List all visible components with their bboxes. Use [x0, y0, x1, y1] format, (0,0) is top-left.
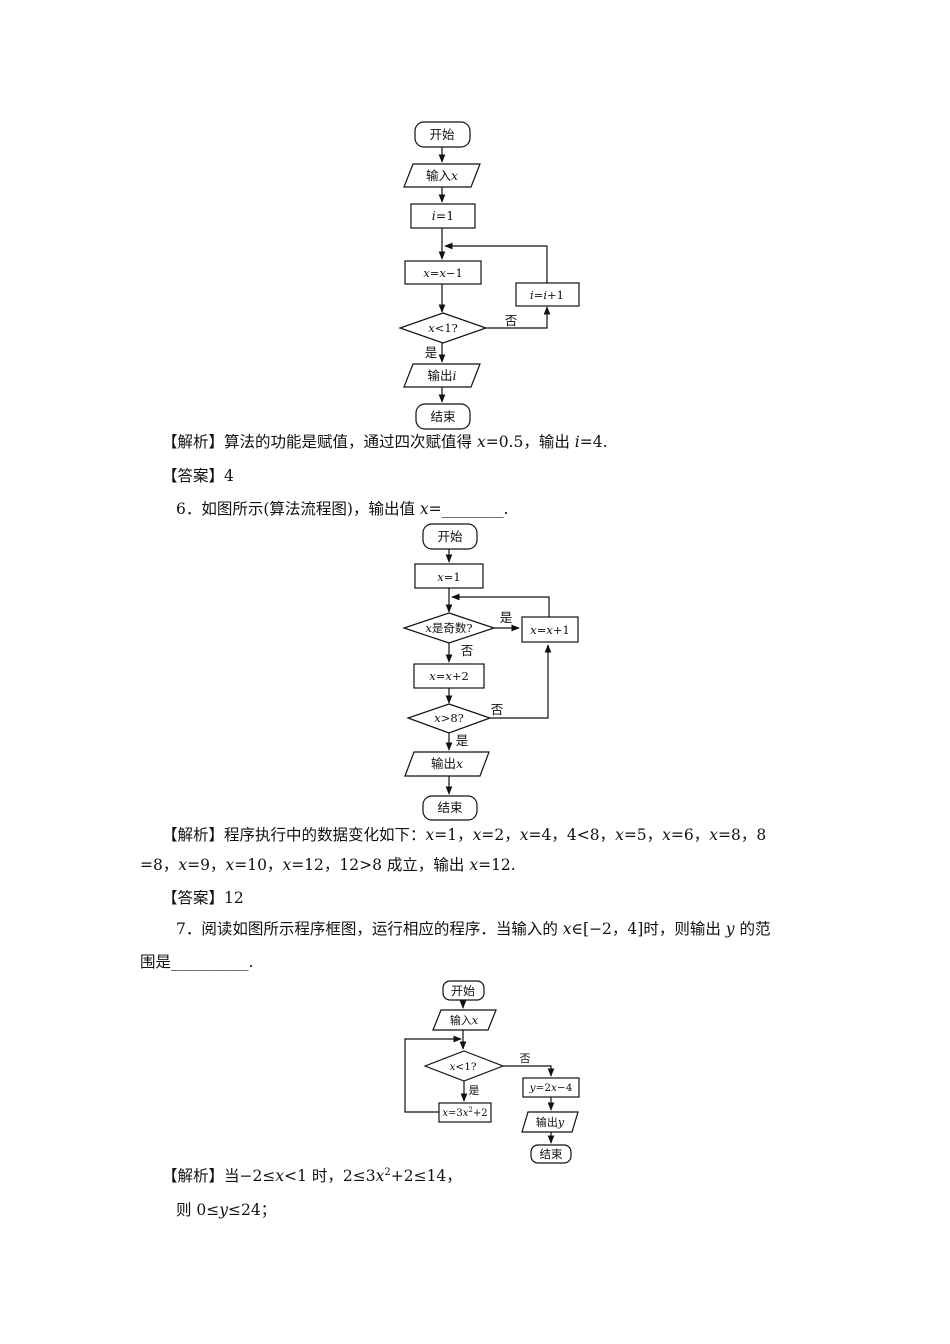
no-label-2b: 否 [491, 702, 504, 717]
odd-condition-label: x是奇数? [425, 621, 472, 635]
no-label-2a: 否 [461, 643, 474, 658]
math-expr: =6， [670, 826, 710, 844]
math-var: x [615, 826, 624, 844]
math-expr: =8，8 [718, 826, 767, 844]
math-var: x [662, 826, 671, 844]
output-label: 输出i [427, 368, 456, 383]
math-var: x [178, 856, 188, 874]
output-box-2 [404, 751, 490, 777]
flowchart-2-svg: 开始 x=1 x是奇数? 是 x=x+1 否 x=x+2 x>8? 否 是 输出… [402, 523, 579, 821]
math-var: x [425, 826, 435, 844]
output-box-3 [521, 1111, 579, 1133]
start-label-3: 开始 [451, 984, 475, 998]
add-two-label: x=x+2 [429, 669, 469, 683]
start-label: 开始 [429, 127, 455, 142]
init-box [410, 203, 476, 229]
y-assign-label: y=2x−4 [529, 1082, 573, 1094]
no-label: 否 [505, 313, 518, 328]
question-6: 6．如图所示(算法流程图)，输出值 x=________. [176, 500, 509, 518]
end-terminal-3 [530, 1144, 572, 1164]
math-var: x [519, 826, 529, 844]
increment-box-2 [521, 616, 579, 643]
math-expr: =9， [187, 856, 226, 874]
math-expr: =2， [481, 826, 520, 844]
input-box-3 [432, 1009, 497, 1031]
math-expr: =5， [623, 826, 663, 844]
math-expr: =1， [434, 826, 473, 844]
condition-diamond [398, 312, 488, 344]
start-label-2: 开始 [437, 529, 463, 544]
no-label-3: 否 [520, 1052, 531, 1065]
end-terminal [415, 403, 471, 430]
yes-label-3: 是 [469, 1084, 480, 1097]
yes-label-2b: 是 [456, 733, 469, 748]
q6-analysis-line2: =8，x=9，x=10，x=12，12>8 成立，输出 x=12. [140, 856, 516, 874]
math-var: x [472, 826, 482, 844]
x-assign-label: x=3x2+2 [442, 1106, 487, 1119]
q7-analysis-line2: 则 0≤y≤24； [176, 1201, 277, 1219]
math-var: x [709, 826, 719, 844]
arrow-no-branch [486, 306, 551, 329]
output-label-2: 输出x [431, 756, 463, 771]
math-expr: =4，4<8， [528, 826, 616, 844]
end-label-3: 结束 [540, 1147, 563, 1161]
end-label: 结束 [430, 409, 456, 424]
q5-answer: 【答案】4 [162, 467, 234, 485]
condition-label-3: x<1? [449, 1061, 476, 1073]
input-label-3: 输入x [450, 1013, 479, 1027]
end-label-2: 结束 [437, 800, 463, 815]
init-label: i=1 [432, 208, 454, 223]
increment-label: i=i+1 [530, 288, 564, 302]
q6-answer: 【答案】12 [162, 889, 244, 907]
output-label-3: 输出y [536, 1115, 565, 1129]
assign-box [404, 260, 482, 285]
q6-analysis-line1: 【解析】程序执行中的数据变化如下：x=1，x=2，x=4，4<8，x=5，x=6… [162, 826, 767, 844]
input-label: 输入x [426, 168, 458, 183]
q7-analysis: 【解析】当−2≤x<1 时，2≤3x2+2≤14， [162, 1166, 462, 1185]
math-expr: =12. [478, 856, 516, 874]
start-terminal-2 [422, 523, 478, 550]
question-7-line1: 7．阅读如图所示程序框图，运行相应的程序．当输入的 x∈[−2，4]时，则输出 … [176, 920, 771, 938]
question-7-line2: 围是__________. [140, 953, 254, 971]
math-expr: =10， [234, 856, 283, 874]
q5-analysis: 【解析】算法的功能是赋值，通过四次赋值得 x=0.5，输出 i=4. [162, 433, 608, 451]
yes-label-2a: 是 [500, 610, 513, 625]
math-var: x [225, 856, 235, 874]
math-var: x [282, 856, 292, 874]
arrow-loop-back [444, 242, 548, 283]
init-label-2: x=1 [437, 570, 460, 584]
flowchart-3-svg: 开始 输入x x<1? 否 是 y=2x−4 输出y 结束 x=3x2+2 [404, 980, 580, 1164]
flowchart-1: 开始 输入x i=1 x=x−1 x<1? i=i+1 否 是 输出i 结束 [0, 0, 950, 440]
yes-label: 是 [425, 345, 438, 360]
flowchart-1-svg: 开始 输入x i=1 x=x−1 x<1? i=i+1 否 是 输出i 结束 [398, 121, 580, 430]
output-box [403, 363, 481, 388]
input-box [403, 163, 481, 188]
end-terminal-2 [422, 795, 478, 821]
math-var: x [469, 856, 479, 874]
math-expr: =12，12>8 成立，输出 [291, 856, 470, 874]
increment-label-2: x=x+1 [530, 623, 570, 637]
greater-eight-label: x>8? [434, 711, 464, 725]
condition-label: x<1? [428, 321, 458, 335]
assign-label: x=x−1 [423, 266, 463, 280]
